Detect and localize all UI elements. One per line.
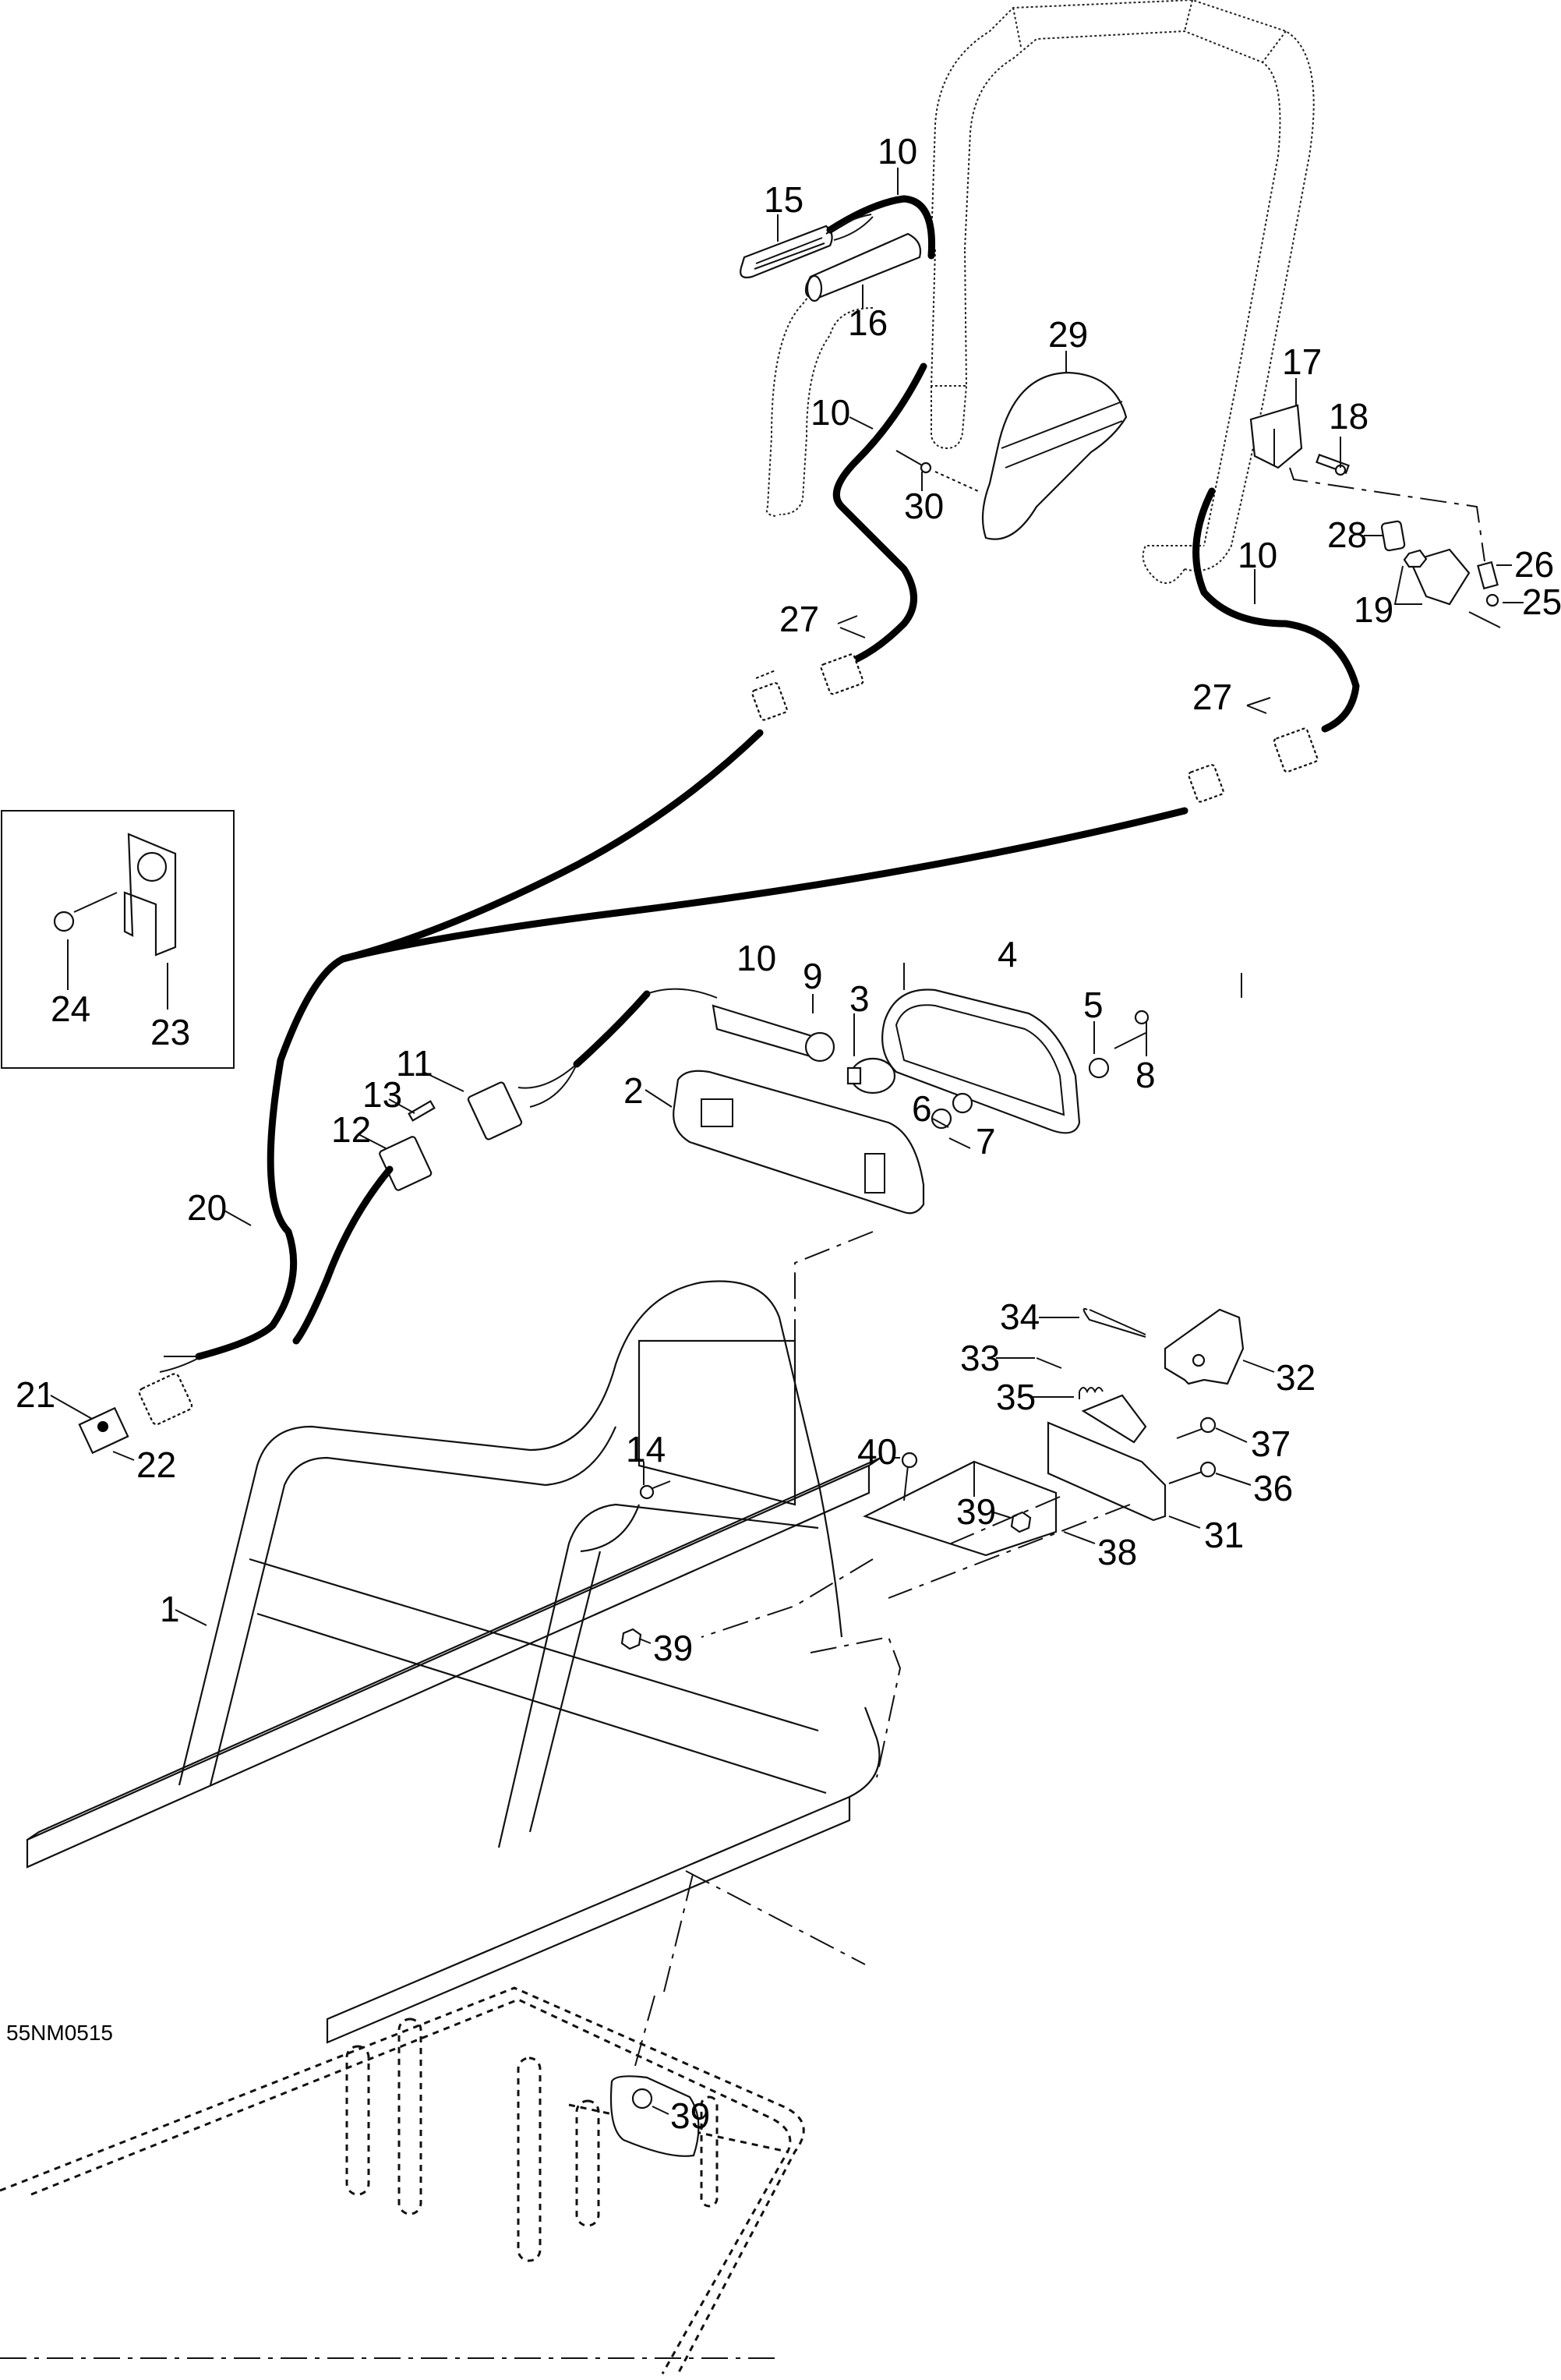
nut-39-frame [620,1628,642,1650]
callout-24: 24 [51,988,90,1029]
heating-element [740,225,833,279]
inset-detail [1,810,235,1069]
connector-11 [467,1081,523,1140]
spring-35 [1079,1387,1104,1399]
callout-14: 14 [626,1429,666,1469]
switch-assembly [1380,520,1499,607]
callout-1: 1 [160,1589,180,1629]
callout-7: 7 [976,1121,996,1162]
bracket-38 [863,1460,1058,1557]
terminal-13 [408,1100,436,1122]
callout-28: 28 [1327,515,1367,555]
callout-10: 10 [878,131,917,172]
callout-39: 39 [670,2095,710,2136]
taillight-housing [673,1070,925,1215]
callout-33: 33 [960,1338,1000,1378]
callout-10: 10 [736,938,776,978]
connector-12 [379,1136,433,1191]
callout-21: 21 [16,1374,55,1415]
connector-20-end [138,1373,193,1426]
callout-2: 2 [623,1070,644,1111]
taillight-lens [881,988,1081,1134]
bolt-36 [1168,1461,1217,1484]
callout-3: 3 [849,978,870,1019]
callout-27: 27 [779,599,819,639]
callout-13: 13 [362,1074,402,1115]
callout-18: 18 [1329,396,1369,437]
bulb-socket [712,1004,835,1063]
callout-25: 25 [1522,582,1561,622]
pin-33 [1036,1357,1062,1369]
connector-pair-left [751,615,864,721]
callout-31: 31 [1204,1515,1244,1555]
callout-27: 27 [1192,677,1232,717]
nut-7 [931,1108,952,1130]
callout-20: 20 [187,1187,227,1228]
callout-32: 32 [1276,1357,1316,1398]
harness-top-segment [826,195,936,260]
callout-30: 30 [904,486,944,526]
callout-15: 15 [764,179,803,220]
bolt-40 [901,1452,918,1501]
rivet-30 [895,450,932,474]
grip [804,232,922,302]
bulb [846,1057,896,1095]
latch-32 [1164,1308,1245,1385]
callout-8: 8 [1135,1055,1156,1095]
callout-9: 9 [803,956,823,996]
callout-5: 5 [1083,985,1104,1025]
callout-35: 35 [996,1377,1036,1417]
harness-right-branch [1192,487,1360,733]
callout-22: 22 [136,1445,176,1485]
connector-22 [78,1406,129,1455]
callout-12: 12 [331,1109,371,1150]
grommet-6 [952,1092,973,1114]
callout-16: 16 [848,302,888,343]
callout-26: 26 [1514,544,1554,585]
callout-labels: 10 15 16 29 10 30 17 18 10 28 26 19 25 2… [6,131,1561,2136]
screw-18 [1316,454,1350,476]
callout-6: 6 [912,1088,932,1129]
callout-40: 40 [857,1431,897,1472]
drawing-code: 55NM0515 [6,2021,113,2045]
bolt-37 [1176,1416,1217,1439]
hair-pin-34 [1082,1307,1146,1338]
main-harness [195,729,764,1360]
callout-11: 11 [396,1043,433,1084]
washer-5 [1088,1057,1110,1079]
harness-taillight [573,990,651,1068]
callout-39: 39 [956,1491,996,1532]
screw-8 [1114,1010,1150,1049]
callout-17: 17 [1282,341,1322,382]
nut-39-floor [631,2088,653,2109]
callout-39: 39 [653,1628,693,1668]
callout-29: 29 [1048,314,1088,355]
callout-10: 10 [811,392,850,433]
harness-left-branch [832,362,927,663]
sled-floor [0,1870,805,2375]
seat-frame [26,1280,881,2044]
callout-36: 36 [1253,1468,1293,1508]
callout-4: 4 [998,934,1018,974]
callout-38: 38 [1097,1532,1137,1572]
leader-lines [50,168,1524,2115]
nut-39-bracket [1010,1511,1032,1533]
callout-34: 34 [1000,1296,1040,1337]
callout-10: 10 [1238,535,1277,575]
callout-37: 37 [1251,1423,1291,1464]
connector-pair-right [1188,697,1319,803]
backrest-frame [765,0,1315,584]
bolt-14 [639,1480,671,1500]
hinge-bracket-31 [1047,1394,1167,1522]
callout-19: 19 [1354,589,1393,630]
deflector [981,371,1128,540]
callout-23: 23 [150,1012,190,1052]
switch-bracket [1249,404,1303,469]
